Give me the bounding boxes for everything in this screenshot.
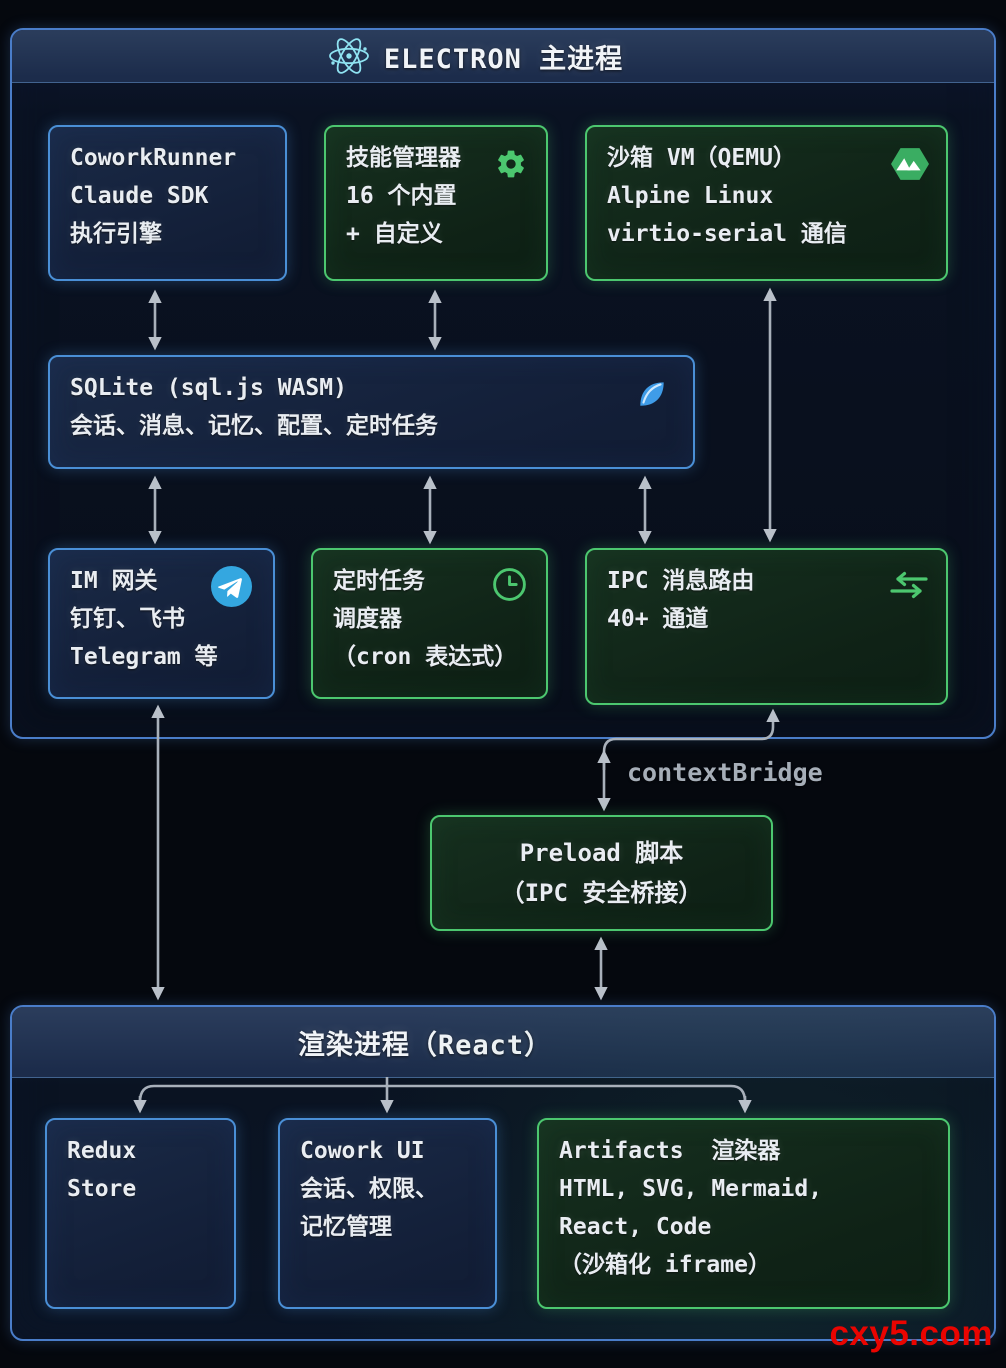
node-skill-manager: 技能管理器 16 个内置 + 自定义 [324, 125, 548, 281]
node-line: 钉钉、飞书 [70, 606, 185, 632]
node-line: （IPC 安全桥接） [500, 879, 703, 907]
node-title: 定时任务 [333, 568, 425, 594]
telegram-icon [211, 566, 252, 607]
renderer-header-bar: 渲染进程（React） [12, 1007, 994, 1078]
node-line: Redux [67, 1138, 137, 1164]
node-line: HTML, SVG, Mermaid, [559, 1176, 823, 1202]
node-line: CoworkRunner [70, 145, 237, 171]
node-line: Store [67, 1176, 137, 1202]
node-title: 沙箱 VM（QEMU） [607, 145, 796, 171]
node-line: 40+ 通道 [607, 606, 709, 632]
sqlite-feather-icon [635, 377, 669, 411]
electron-header-bar: ELECTRON 主进程 [12, 30, 994, 83]
node-title: SQLite (sql.js WASM) [70, 375, 347, 401]
node-line: 执行引擎 [70, 221, 162, 247]
gear-icon [495, 148, 527, 180]
node-title: IPC 消息路由 [607, 568, 755, 594]
node-scheduler: 定时任务 调度器 （cron 表达式） [311, 548, 548, 699]
node-line: React, Code [559, 1214, 712, 1240]
node-im-gateway: IM 网关 钉钉、飞书 Telegram 等 [48, 548, 275, 699]
node-preload: Preload 脚本 （IPC 安全桥接） [430, 815, 773, 931]
node-line: Claude SDK [70, 183, 209, 209]
node-sandbox-vm: 沙箱 VM（QEMU） Alpine Linux virtio-serial 通… [585, 125, 948, 281]
node-line: （沙箱化 iframe） [559, 1252, 771, 1278]
node-line: 会话、消息、记忆、配置、定时任务 [70, 413, 438, 439]
node-line: 调度器 [333, 606, 402, 632]
node-line: virtio-serial 通信 [607, 221, 847, 247]
node-ipc-router: IPC 消息路由 40+ 通道 [585, 548, 948, 705]
renderer-title: 渲染进程（React） [297, 1029, 553, 1061]
node-sqlite: SQLite (sql.js WASM) 会话、消息、记忆、配置、定时任务 [48, 355, 695, 469]
context-bridge-label: contextBridge [627, 758, 823, 787]
node-cowork-runner: CoworkRunner Claude SDK 执行引擎 [48, 125, 287, 281]
node-redux-store: Redux Store [45, 1118, 236, 1309]
electron-title: ELECTRON 主进程 [383, 43, 624, 75]
node-line: 会话、权限、 [300, 1176, 438, 1202]
watermark: cxy5.com [829, 1314, 993, 1353]
node-title: Cowork UI [300, 1138, 425, 1164]
node-title: 技能管理器 [346, 145, 461, 171]
node-cowork-ui: Cowork UI 会话、权限、 记忆管理 [278, 1118, 497, 1309]
node-line: + 自定义 [346, 221, 443, 247]
electron-atom-icon [327, 34, 371, 78]
node-line: Alpine Linux [607, 183, 774, 209]
node-line: 16 个内置 [346, 183, 457, 209]
node-line: （cron 表达式） [333, 644, 518, 670]
node-line: 记忆管理 [300, 1214, 392, 1240]
node-line: Preload 脚本 [519, 839, 684, 867]
node-title: Artifacts 渲染器 [559, 1138, 781, 1164]
node-artifacts-renderer: Artifacts 渲染器 HTML, SVG, Mermaid, React,… [537, 1118, 950, 1309]
node-title: IM 网关 [70, 568, 158, 594]
swap-arrows-icon [888, 570, 930, 600]
electron-header-content: ELECTRON 主进程 [327, 34, 623, 78]
clock-icon [491, 566, 528, 603]
alpine-mountain-icon [891, 147, 929, 181]
node-line: Telegram 等 [70, 644, 218, 670]
